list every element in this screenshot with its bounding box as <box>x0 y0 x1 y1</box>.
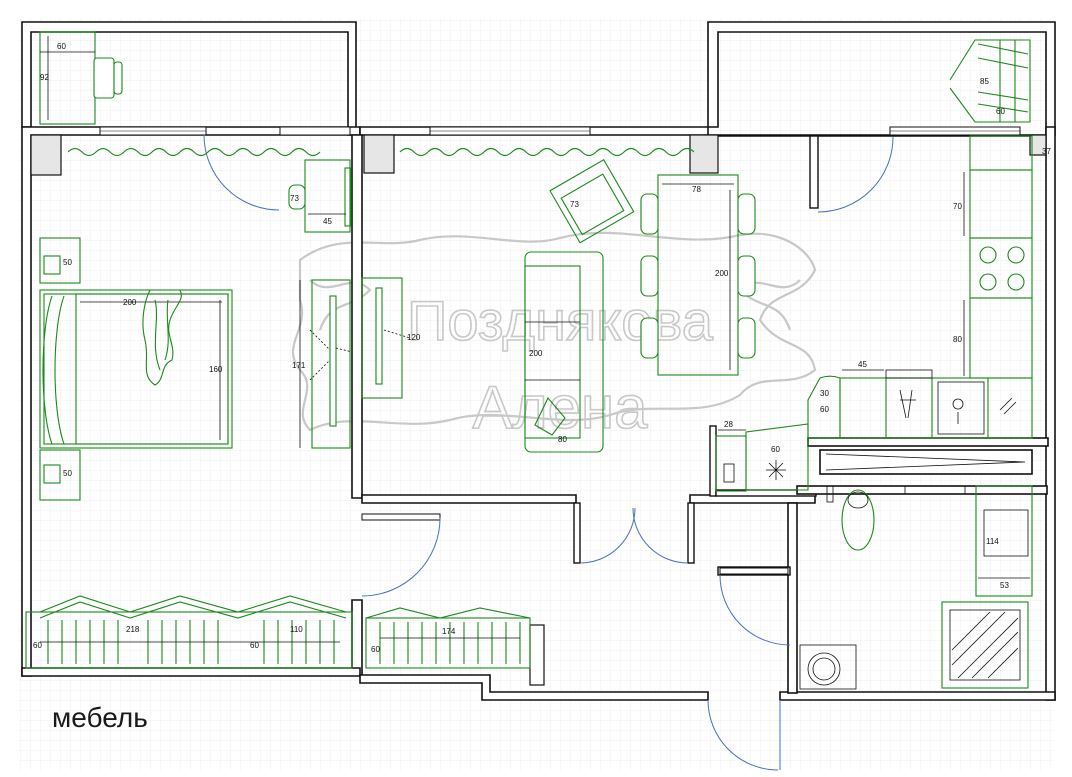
dim-fridge-width: 28 <box>724 420 733 429</box>
dim-table-width: 78 <box>692 185 701 194</box>
kitchen: 70 80 45 30 60 37 28 60 <box>715 135 1051 492</box>
washing-machine <box>799 644 857 690</box>
watermark-line1: Позднякова <box>407 289 714 352</box>
bathroom: 114 53 <box>799 485 1033 690</box>
left-balcony: 60 92 <box>39 31 123 125</box>
dim-armchair: 73 <box>570 200 579 209</box>
bedroom-tv <box>329 295 337 427</box>
dim-balcony-left-width: 60 <box>57 42 66 51</box>
dim-kitchen-45: 45 <box>858 360 867 369</box>
dim-sofa-depth: 80 <box>558 435 567 444</box>
dim-balcony-right-width: 60 <box>996 107 1005 116</box>
nightstand-top <box>39 237 81 284</box>
dim-wardrobe1-length: 218 <box>126 625 140 634</box>
vent-shaft <box>819 449 1033 475</box>
dim-nightstand-top: 50 <box>63 258 72 267</box>
pillar <box>363 134 395 174</box>
pillar <box>1029 134 1047 156</box>
dim-kitchen-60: 60 <box>820 405 829 414</box>
dim-nightstand-bottom: 50 <box>63 469 72 478</box>
dining-chairs <box>640 193 756 359</box>
dim-bed-length: 200 <box>123 298 137 307</box>
armchair <box>549 158 635 244</box>
bedroom-chair <box>288 184 306 210</box>
dim-bedroom-chair: 73 <box>290 194 299 203</box>
dim-sink-depth: 53 <box>1000 581 1009 590</box>
windows <box>99 126 1021 575</box>
right-balcony: 85 60 <box>949 39 1031 123</box>
toilet <box>841 489 875 551</box>
dim-table-length: 200 <box>715 269 729 278</box>
dim-hall-wardrobe-length: 174 <box>442 627 456 636</box>
bedroom-wardrobe: 60 218 60 110 <box>25 595 353 669</box>
living-room: 120 73 78 200 200 80 <box>361 158 756 453</box>
dim-tv-width: 171 <box>292 361 306 370</box>
balcony-chair <box>93 57 115 99</box>
dim-wardrobe2-length: 110 <box>290 625 303 634</box>
dim-cabinet-corner: 60 <box>771 445 780 454</box>
pillar <box>689 134 719 174</box>
dim-wardrobe2-depth: 60 <box>250 641 259 650</box>
dim-bed-width: 160 <box>209 365 223 374</box>
shower-tray <box>941 601 1029 689</box>
nightstand-bottom <box>39 449 81 501</box>
pillar <box>30 134 62 176</box>
dim-sofa-length: 200 <box>529 349 543 358</box>
watermark: Позднякова Алена <box>291 231 817 442</box>
dim-bedroom-desk: 45 <box>323 217 332 226</box>
dim-window-37: 37 <box>1042 147 1051 156</box>
dim-kitchen-70: 70 <box>953 202 962 211</box>
tv-console <box>361 277 403 399</box>
bed <box>39 289 233 449</box>
curtains <box>67 147 695 157</box>
doors <box>203 134 894 771</box>
dim-kitchen-80: 80 <box>953 335 962 344</box>
cabinet-corner <box>745 423 809 491</box>
hall-wardrobe: 174 60 <box>365 607 531 669</box>
plan-caption: мебель <box>52 702 148 733</box>
dim-hall-wardrobe-depth: 60 <box>371 645 380 654</box>
watermark-line2: Алена <box>473 374 649 441</box>
dim-kitchen-30: 30 <box>820 389 829 398</box>
dim-wardrobe1-depth: 60 <box>33 641 42 650</box>
bathroom-vanity <box>975 485 1033 597</box>
bedroom: 73 45 50 50 200 160 171 <box>25 159 353 669</box>
dim-tv-stand: 120 <box>407 333 421 342</box>
dim-balcony-right-depth: 85 <box>980 77 989 86</box>
tv-stand <box>311 279 351 449</box>
dim-balcony-left-depth: 92 <box>40 73 49 82</box>
dim-sink-width: 114 <box>986 537 999 546</box>
